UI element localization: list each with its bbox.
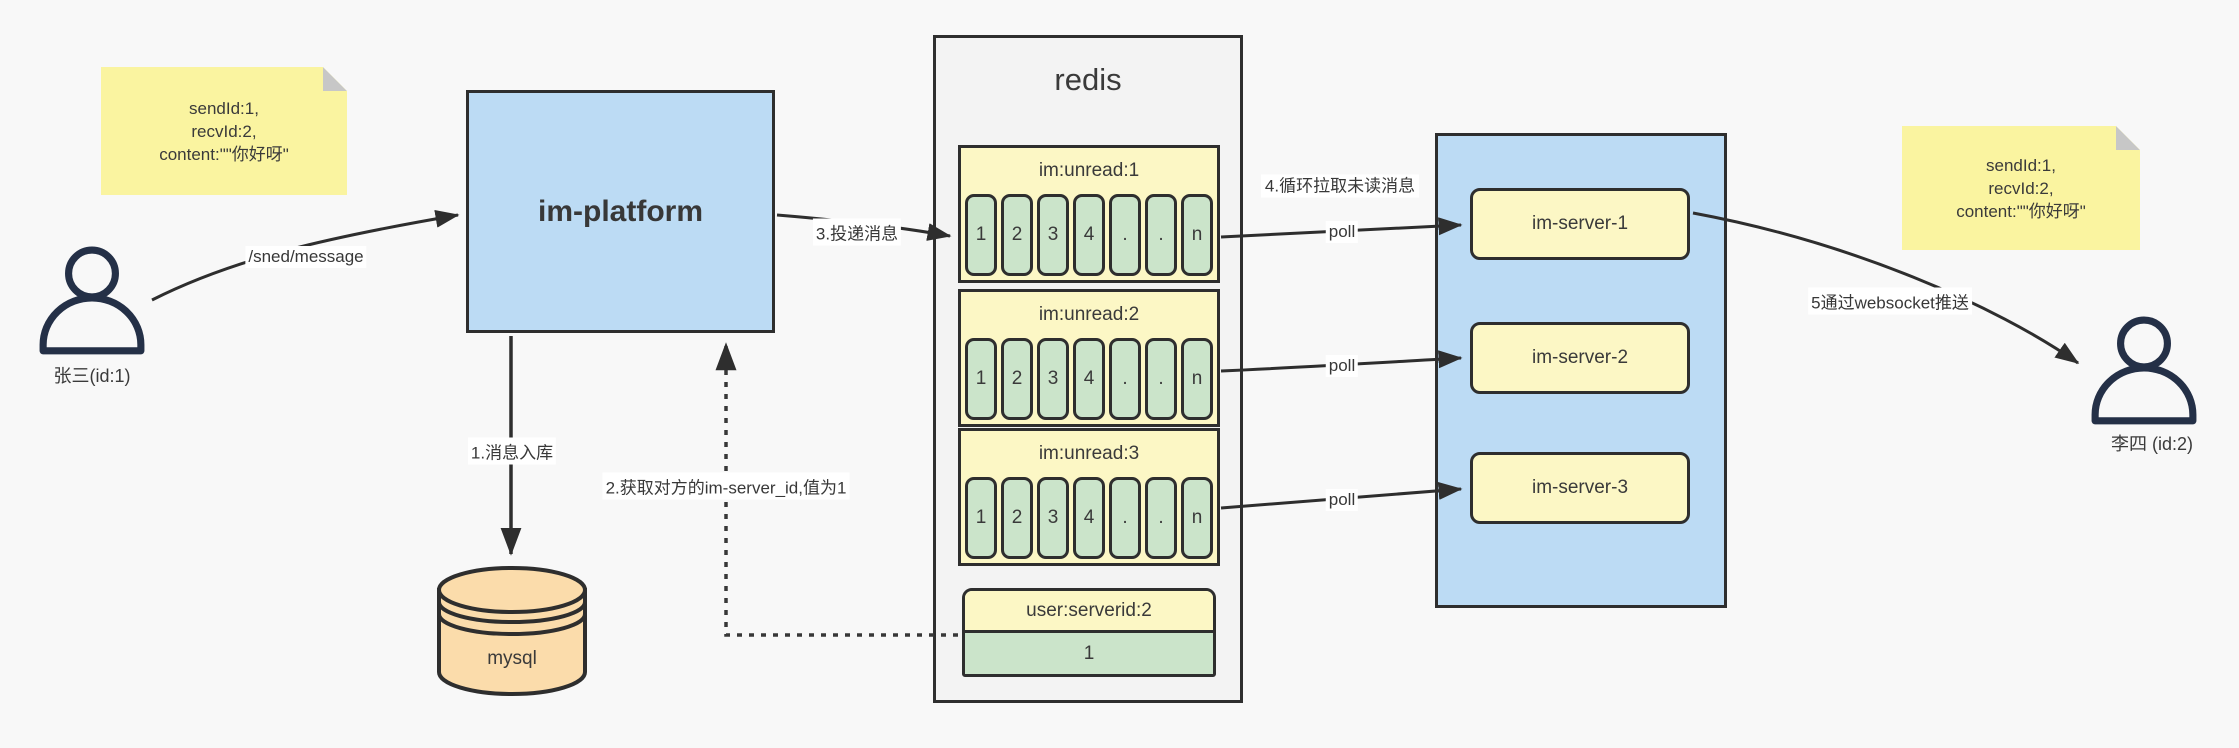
- note-right: sendId:1, recvId:2, content:""你好呀": [1902, 126, 2140, 250]
- mysql-label: mysql: [487, 648, 537, 669]
- edge-label-step4: 4.循环拉取未读消息: [1261, 174, 1419, 198]
- queue-header: im:unread:1: [1038, 160, 1140, 181]
- edge-label-step3: 3.投递消息: [812, 218, 902, 246]
- queue-cell: .: [1109, 477, 1141, 559]
- folded-corner-icon: [2116, 126, 2140, 150]
- redis-queue-unread-3: im:unread:3 1 2 3 4 . . n: [958, 428, 1220, 566]
- cylinder-top: [437, 566, 587, 614]
- mysql-database-icon: [437, 566, 587, 696]
- kv-header: user:serverid:2: [965, 591, 1213, 633]
- queue-cell: 1: [965, 194, 997, 276]
- edge-label-step2: 2.获取对方的im-server_id,值为1: [602, 472, 850, 500]
- queue-cell: 1: [965, 477, 997, 559]
- queue-cell: .: [1145, 194, 1177, 276]
- queue-cell: 4: [1073, 477, 1105, 559]
- redis-title: redis: [1054, 62, 1122, 97]
- queue-cell: n: [1181, 338, 1213, 420]
- im-server-3-box: im-server-3: [1470, 452, 1690, 524]
- queue-cell: 3: [1037, 477, 1069, 559]
- queue-cell: .: [1109, 194, 1141, 276]
- sender-label: 张三(id:1): [53, 366, 131, 386]
- queue-cell: n: [1181, 477, 1213, 559]
- queue-cells: 1 2 3 4 . . n: [961, 194, 1217, 276]
- person-body: [39, 294, 145, 355]
- im-platform-box: im-platform: [466, 90, 775, 333]
- im-server-2-label: im-server-2: [1531, 347, 1629, 368]
- queue-cell: 2: [1001, 338, 1033, 420]
- queue-cell: 4: [1073, 338, 1105, 420]
- queue-cell: .: [1145, 338, 1177, 420]
- queue-cell: 2: [1001, 477, 1033, 559]
- person-body: [2091, 364, 2197, 425]
- edge-label-poll-2: poll: [1325, 355, 1359, 377]
- receiver-label: 李四 (id:2): [2110, 434, 2193, 454]
- kv-value: 1: [965, 633, 1213, 674]
- queue-header: im:unread:2: [1038, 304, 1140, 325]
- note-right-line3: content:""你好呀": [1956, 201, 2086, 221]
- queue-cell: 3: [1037, 194, 1069, 276]
- edge-label-step5: 5通过websocket推送: [1808, 287, 1972, 315]
- note-left: sendId:1, recvId:2, content:""你好呀": [101, 67, 347, 195]
- cylinder-ring: [437, 613, 587, 636]
- queue-cell: 2: [1001, 194, 1033, 276]
- redis-queue-unread-1: im:unread:1 1 2 3 4 . . n: [958, 145, 1220, 283]
- queue-cell: .: [1109, 338, 1141, 420]
- user-icon: [2091, 316, 2197, 425]
- im-server-1-box: im-server-1: [1470, 188, 1690, 260]
- note-left-line1: sendId:1,: [189, 98, 259, 118]
- im-server-1-label: im-server-1: [1531, 213, 1629, 234]
- note-right-line2: recvId:2,: [1988, 178, 2054, 198]
- queue-cells: 1 2 3 4 . . n: [961, 477, 1217, 559]
- person-head: [65, 246, 119, 301]
- note-right-line1: sendId:1,: [1986, 155, 2056, 175]
- im-platform-label: im-platform: [538, 194, 703, 228]
- im-server-2-box: im-server-2: [1470, 322, 1690, 394]
- cylinder-body: [437, 588, 587, 696]
- redis-kv-user-serverid: user:serverid:2 1: [962, 588, 1216, 677]
- folded-corner-icon: [323, 67, 347, 91]
- person-head: [2117, 316, 2171, 371]
- cylinder-ring: [437, 601, 587, 624]
- im-server-3-label: im-server-3: [1531, 477, 1629, 498]
- edge-label-send-api: /sned/message: [245, 246, 367, 268]
- edge-label-poll-3: poll: [1325, 489, 1359, 511]
- edge-label-poll-1: poll: [1325, 221, 1359, 243]
- user-icon: [39, 246, 145, 355]
- queue-cell: n: [1181, 194, 1213, 276]
- queue-cell: 4: [1073, 194, 1105, 276]
- queue-header: im:unread:3: [1038, 443, 1140, 464]
- note-left-line2: recvId:2,: [191, 121, 257, 141]
- queue-cell: 1: [965, 338, 997, 420]
- edge-label-step1: 1.消息入库: [467, 437, 557, 465]
- queue-cell: .: [1145, 477, 1177, 559]
- queue-cell: 3: [1037, 338, 1069, 420]
- queue-cells: 1 2 3 4 . . n: [961, 338, 1217, 420]
- note-left-line3: content:""你好呀": [159, 144, 289, 164]
- redis-queue-unread-2: im:unread:2 1 2 3 4 . . n: [958, 289, 1220, 427]
